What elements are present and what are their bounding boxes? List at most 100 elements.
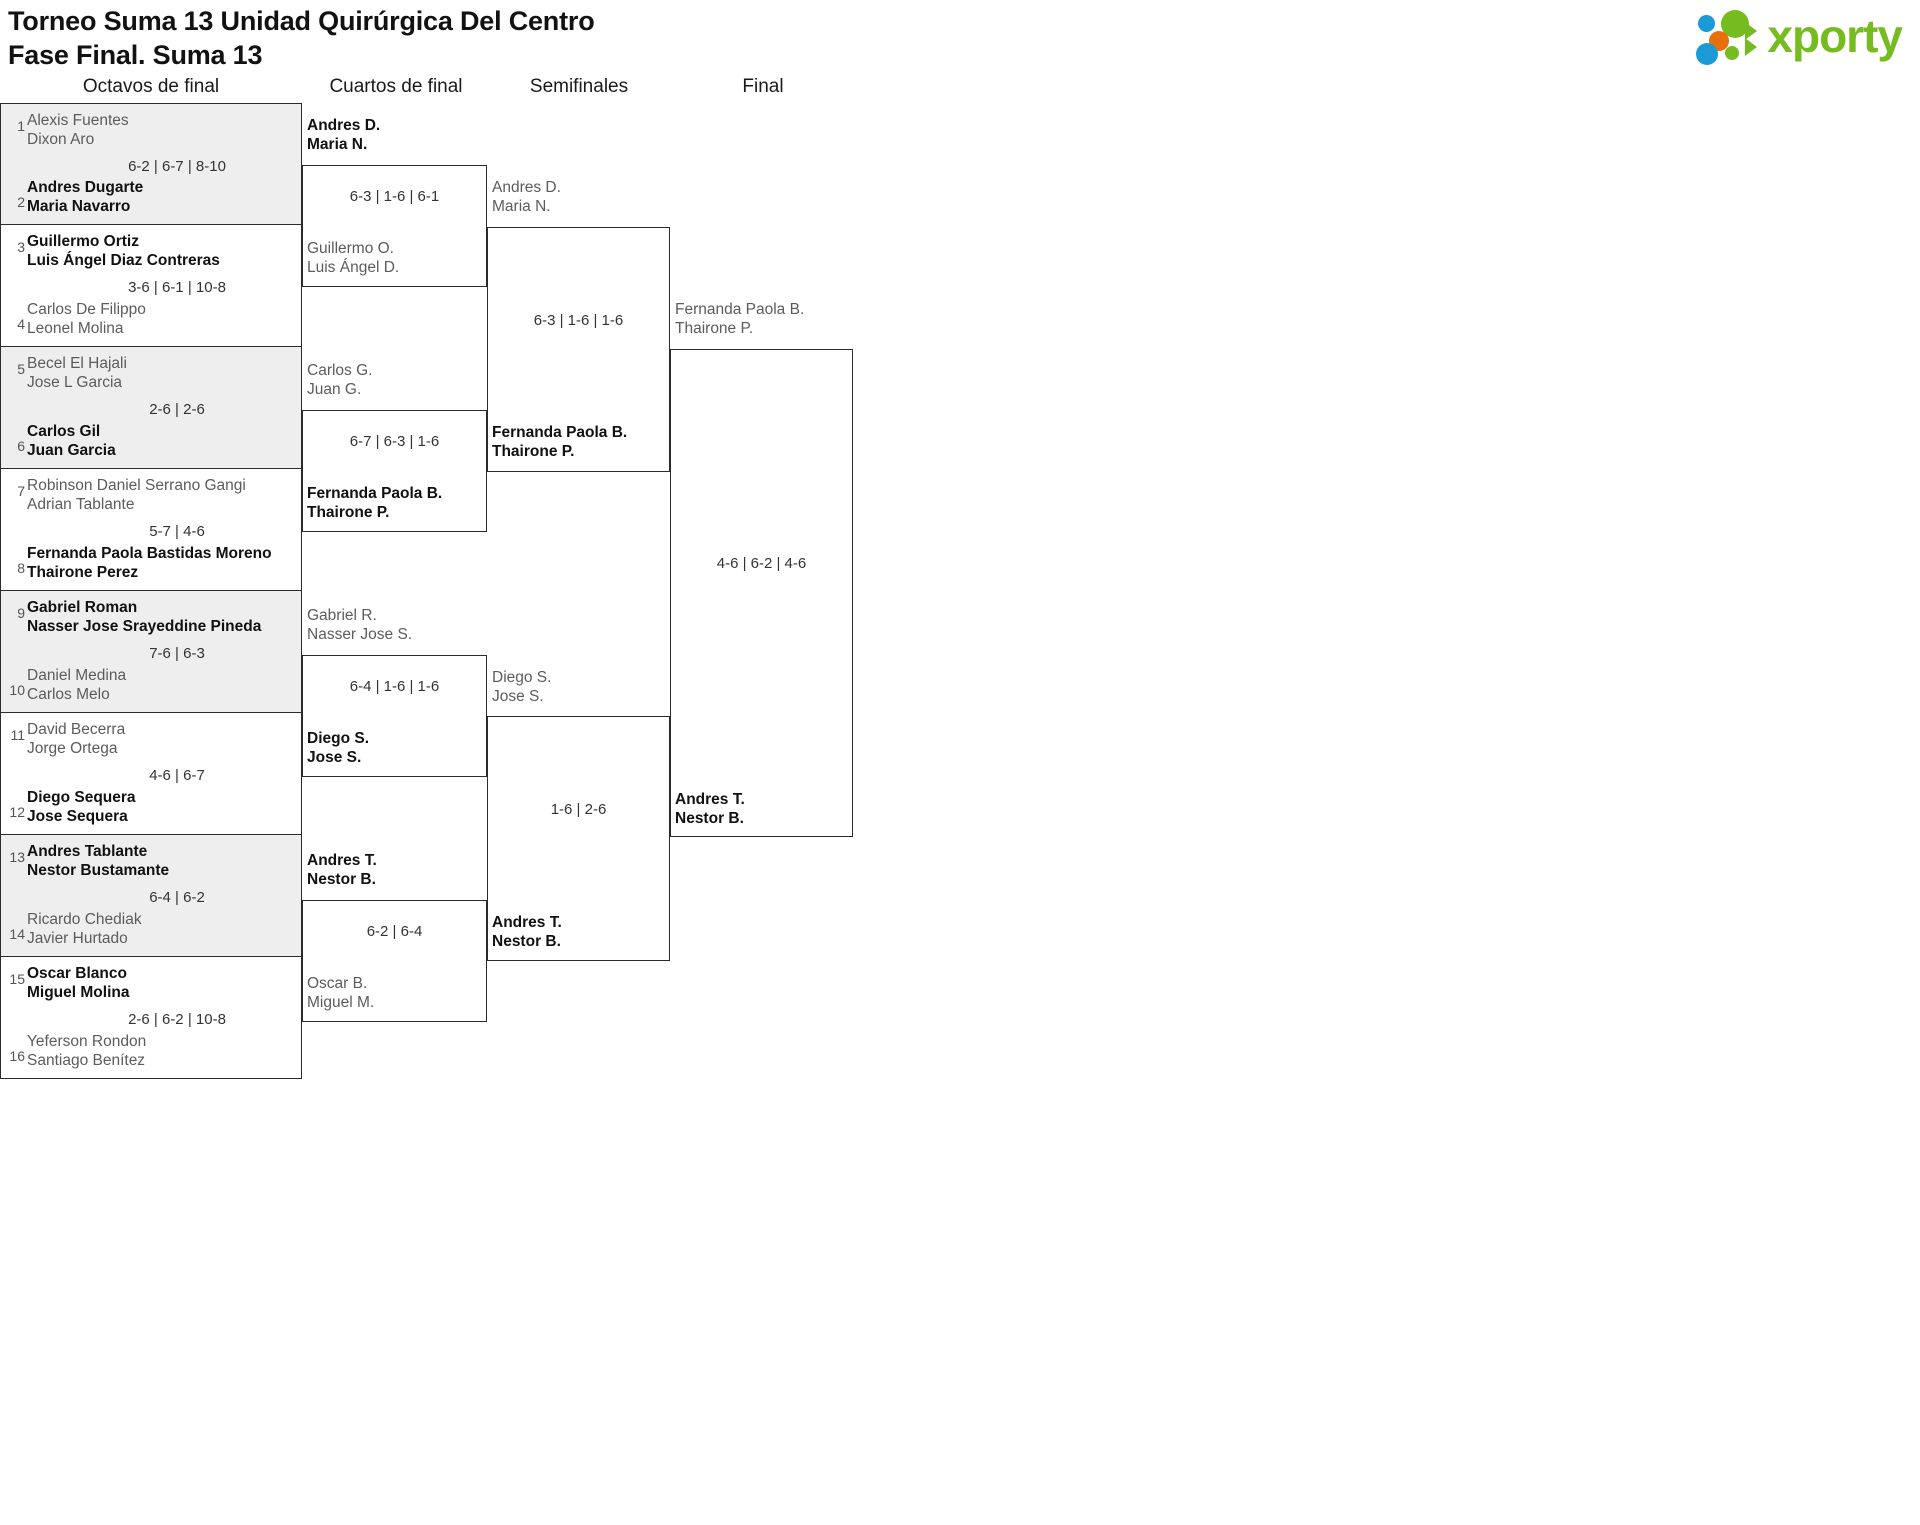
seed-number: 11 [10,727,25,743]
team-entry: Daniel Medina Carlos Melo [27,667,295,704]
team-entry: Fernanda Paola Bastidas Moreno Thairone … [27,545,295,582]
seed-number: 1 [17,118,25,134]
player-name: Guillermo Ortiz [27,233,139,250]
match-row[interactable]: 15 Oscar Blanco Miguel Molina 2-6 | 6-2 … [0,957,302,1079]
player-name: Santiago Benítez [27,1051,146,1069]
round-header-octavos: Octavos de final [82,76,220,97]
seed-number: 9 [17,605,25,621]
match-score: 4-6 | 6-7 [149,767,205,784]
team-entry: Carlos G. Juan G. [307,362,372,399]
player-name: Becel El Hajali [27,355,127,372]
player-name: Juan G. [307,380,362,398]
player-name: Luis Ángel D. [307,258,400,276]
team-entry: Guillermo Ortiz Luis Ángel Diaz Contrera… [27,233,295,270]
xporty-logo[interactable]: xporty [1695,8,1903,65]
seed-number: 4 [17,316,25,332]
player-name: Andres T. [307,852,377,869]
player-name: Ricardo Chediak [27,911,142,928]
match-score: 6-2 | 6-4 [366,923,423,940]
team-entry: Andres D. Maria N. [307,117,380,154]
player-name: Fernanda Paola B. [492,424,628,441]
match-score: 6-7 | 6-3 | 1-6 [349,433,440,450]
match-score: 6-2 | 6-7 | 8-10 [128,158,226,175]
team-entry: Oscar B. Miguel M. [307,975,374,1012]
team-entry: Gabriel Roman Nasser Jose Srayeddine Pin… [27,599,295,636]
seed-number: 8 [17,560,25,576]
match-row[interactable]: 11 David Becerra Jorge Ortega 4-6 | 6-7 … [0,713,302,835]
player-name: Dixon Aro [27,130,95,148]
team-entry: Gabriel R. Nasser Jose S. [307,607,412,644]
player-name: Alexis Fuentes [27,112,129,129]
player-name: Fernanda Paola B. [675,301,805,318]
team-entry: Fernanda Paola B. Thairone P. [675,301,804,338]
champion-entry: Andres T. Nestor B. [675,791,745,828]
match-row[interactable]: 9 Gabriel Roman Nasser Jose Srayeddine P… [0,591,302,713]
player-name: Juan Garcia [27,441,116,459]
team-entry: Diego S. Jose S. [492,669,551,706]
player-name: Jose S. [492,687,544,705]
team-entry: Alexis Fuentes Dixon Aro [27,112,295,149]
player-name: Fernanda Paola B. [307,485,443,502]
seed-number: 13 [9,849,25,865]
bracket-connector[interactable]: 1-6 | 2-6 [487,716,670,961]
seed-number: 12 [9,804,25,820]
bracket-connector[interactable]: 6-2 | 6-4 [302,900,487,1022]
player-name: Javier Hurtado [27,929,128,947]
player-name: Miguel Molina [27,983,130,1001]
bracket-connector[interactable]: 6-7 | 6-3 | 1-6 [302,410,487,532]
player-name: Nasser Jose Srayeddine Pineda [27,617,262,635]
player-name: Maria N. [307,135,368,153]
seed-number: 7 [17,483,25,499]
player-name: Thairone P. [307,503,390,521]
player-name: Jose Sequera [27,807,128,825]
team-entry: Ricardo Chediak Javier Hurtado [27,911,295,948]
player-name: Maria N. [492,197,551,215]
seed-number: 10 [9,682,25,698]
team-entry: David Becerra Jorge Ortega [27,721,295,758]
bracket-connector-final[interactable]: 4-6 | 6-2 | 4-6 [670,349,853,837]
round-octavos-column: 1 Alexis Fuentes Dixon Aro 6-2 | 6-7 | 8… [0,103,302,1079]
match-score: 6-3 | 1-6 | 6-1 [349,188,440,205]
match-row[interactable]: 5 Becel El Hajali Jose L Garcia 2-6 | 2-… [0,347,302,469]
match-score: 2-6 | 2-6 [149,401,205,418]
round-header-final: Final [742,76,784,97]
bracket-connector[interactable]: 6-3 | 1-6 | 1-6 [487,227,670,472]
match-row[interactable]: 3 Guillermo Ortiz Luis Ángel Diaz Contre… [0,225,302,347]
player-name: Nasser Jose S. [307,625,413,643]
seed-number: 15 [9,971,25,987]
bracket-connector[interactable]: 6-4 | 1-6 | 1-6 [302,655,487,777]
logo-wordmark: xporty [1767,10,1903,62]
round-header-cuartos: Cuartos de final [329,76,463,97]
team-entry: Becel El Hajali Jose L Garcia [27,355,295,392]
match-score: 6-3 | 1-6 | 1-6 [533,312,624,329]
player-name: Andres T. [675,791,745,808]
team-entry: Yeferson Rondon Santiago Benítez [27,1033,295,1070]
player-name: Thairone P. [492,442,575,460]
match-row[interactable]: 1 Alexis Fuentes Dixon Aro 6-2 | 6-7 | 8… [0,103,302,225]
player-name: Robinson Daniel Serrano Gangi [27,477,246,494]
player-name: Diego S. [492,669,552,686]
player-name: Thairone P. [675,319,754,337]
player-name: Oscar B. [307,975,368,992]
round-header-semifinales: Semifinales [529,76,629,97]
match-row[interactable]: 13 Andres Tablante Nestor Bustamante 6-4… [0,835,302,957]
team-entry: Robinson Daniel Serrano Gangi Adrian Tab… [27,477,295,514]
bracket-connector[interactable]: 6-3 | 1-6 | 6-1 [302,165,487,287]
player-name: Carlos Melo [27,685,110,703]
match-row[interactable]: 7 Robinson Daniel Serrano Gangi Adrian T… [0,469,302,591]
player-name: Nestor B. [675,809,744,827]
player-name: Thairone Perez [27,563,139,581]
logo-dots-icon [1695,8,1761,65]
player-name: Guillermo O. [307,240,394,257]
player-name: Daniel Medina [27,667,127,684]
player-name: Andres T. [492,914,562,931]
player-name: Carlos G. [307,362,373,379]
match-score: 4-6 | 6-2 | 4-6 [716,555,807,572]
match-score: 6-4 | 6-2 [149,889,205,906]
team-entry: Oscar Blanco Miguel Molina [27,965,295,1002]
player-name: Carlos Gil [27,423,101,440]
team-entry: Diego S. Jose S. [307,730,369,767]
team-entry: Andres Dugarte Maria Navarro [27,179,295,216]
tournament-title-line1: Torneo Suma 13 Unidad Quirúrgica Del Cen… [8,6,595,36]
